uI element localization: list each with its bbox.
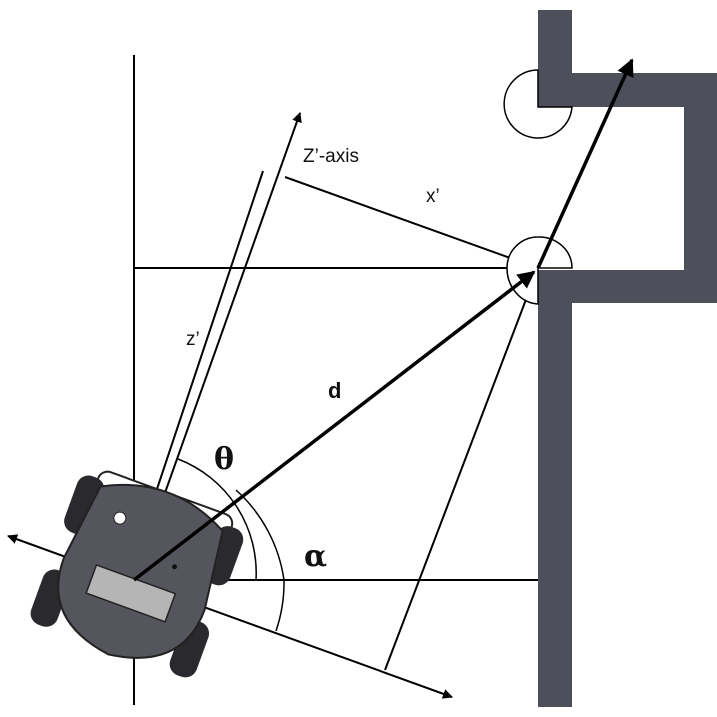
x-prime-label: x’ [426, 186, 440, 207]
z-axis-label: Z’-axis [303, 146, 359, 167]
landmark-marker-upper [503, 69, 573, 139]
z-prime-label: z’ [186, 329, 200, 350]
x-prime-line [284, 176, 539, 269]
distance-vector [132, 270, 536, 582]
z-prime-dimension-line [139, 170, 264, 541]
alpha-arc [235, 489, 285, 632]
theta-label: θ [214, 442, 234, 477]
robot-icon [30, 470, 244, 678]
wall [538, 10, 717, 707]
alpha-label: α [304, 539, 327, 574]
distance-label: d [328, 378, 341, 403]
heading-arrow [536, 58, 634, 269]
theta-arc [177, 458, 257, 581]
perpendicular-line [384, 267, 539, 671]
